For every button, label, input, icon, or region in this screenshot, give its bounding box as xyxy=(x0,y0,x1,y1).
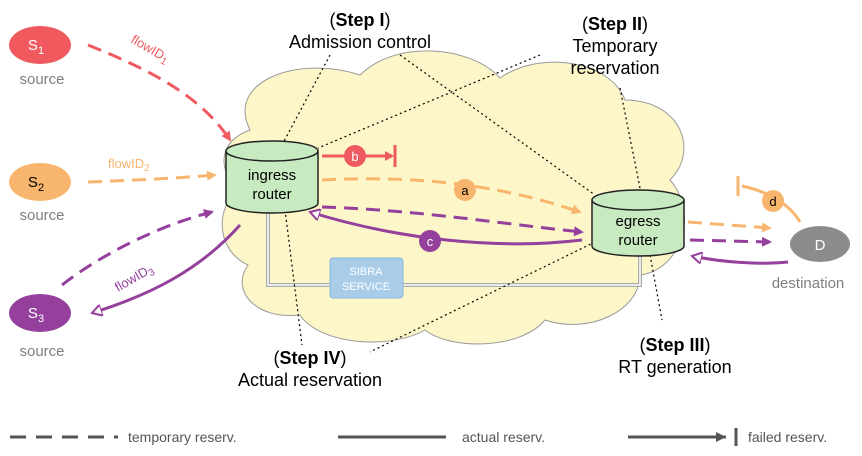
marker-d: d xyxy=(769,194,776,209)
flow-d-egress-actual xyxy=(692,256,789,265)
legend-failed-label: failed reserv. xyxy=(748,429,827,445)
step3-label: Step III xyxy=(645,335,705,355)
flow-s2-temporary xyxy=(87,170,217,184)
source-s1-node xyxy=(9,26,71,64)
flow-s3-actual xyxy=(92,224,242,313)
marker-b: b xyxy=(351,149,358,164)
marker-c: c xyxy=(427,234,434,249)
step1-desc: Admission control xyxy=(288,32,432,52)
s1-caption: source xyxy=(19,71,64,88)
step1-label: Step I xyxy=(335,10,385,30)
s3-label: S xyxy=(28,305,38,322)
legend-temporary-label: temporary reserv. xyxy=(128,429,237,445)
s1-label: S xyxy=(28,37,38,54)
marker-a: a xyxy=(461,183,469,198)
step3-block: (Step III) RT generation xyxy=(618,335,732,377)
sibra-label-1: SIBRA xyxy=(349,266,383,278)
legend-actual-label: actual reserv. xyxy=(462,429,545,445)
destination-caption: destination xyxy=(772,275,845,292)
marker-a-circle xyxy=(454,179,476,201)
step3-desc: RT generation xyxy=(618,357,732,377)
step4-label: Step IV xyxy=(279,348,341,368)
s3-caption: source xyxy=(19,343,64,360)
step2-desc-1: Temporary xyxy=(572,36,658,56)
flow3-label: flowID xyxy=(112,264,151,295)
source-s3-node xyxy=(9,294,71,332)
ingress-router: ingress router xyxy=(225,140,319,214)
svg-text:flowID1: flowID1 xyxy=(127,32,172,69)
marker-b-circle xyxy=(344,145,366,167)
flow-purple-temporary xyxy=(321,205,584,237)
egress-label-1: egress xyxy=(615,213,660,230)
marker-c-circle xyxy=(419,230,441,252)
svg-text:flowID2: flowID2 xyxy=(108,156,150,174)
s2-caption: source xyxy=(19,207,64,224)
step-pointers xyxy=(281,54,663,353)
sibra-service-box xyxy=(329,257,404,299)
s1-sub: 1 xyxy=(38,45,44,57)
flow3-sub: 3 xyxy=(147,267,158,280)
svg-text:S1: S1 xyxy=(28,37,44,57)
flow2-sub: 2 xyxy=(144,163,150,174)
s2-label: S xyxy=(28,174,38,191)
destination-node xyxy=(790,226,850,262)
flow-egress-d-temporary xyxy=(687,220,772,233)
step4-desc: Actual reservation xyxy=(237,370,383,390)
marker-d-circle xyxy=(762,190,784,212)
sibra-label-2: SERVICE xyxy=(342,281,390,293)
flow-s1-temporary xyxy=(87,43,232,142)
source-s2-node xyxy=(9,163,71,201)
svg-text:S2: S2 xyxy=(28,174,44,194)
s3-sub: 3 xyxy=(38,313,44,325)
egress-router: egress router xyxy=(591,189,685,257)
step1-block: (Step I) Admission control xyxy=(288,10,432,52)
flow2-label: flowID xyxy=(108,156,144,171)
step2-desc-2: reservation xyxy=(570,58,660,78)
step4-block: (Step IV) Actual reservation xyxy=(237,348,383,390)
step2-label: Step II xyxy=(587,14,642,34)
ingress-label-2: router xyxy=(252,186,291,203)
ingress-label-1: ingress xyxy=(248,167,296,184)
flow-c-actual xyxy=(310,212,583,246)
s2-sub: 2 xyxy=(38,182,44,194)
destination-label: D xyxy=(815,237,826,254)
flow1-sub: 1 xyxy=(158,56,169,69)
svg-text:S3: S3 xyxy=(28,305,44,325)
egress-label-2: router xyxy=(618,232,657,249)
flow-egress-d-purple-temporary xyxy=(689,236,772,247)
step2-block: (Step II) Temporary reservation xyxy=(570,14,660,78)
